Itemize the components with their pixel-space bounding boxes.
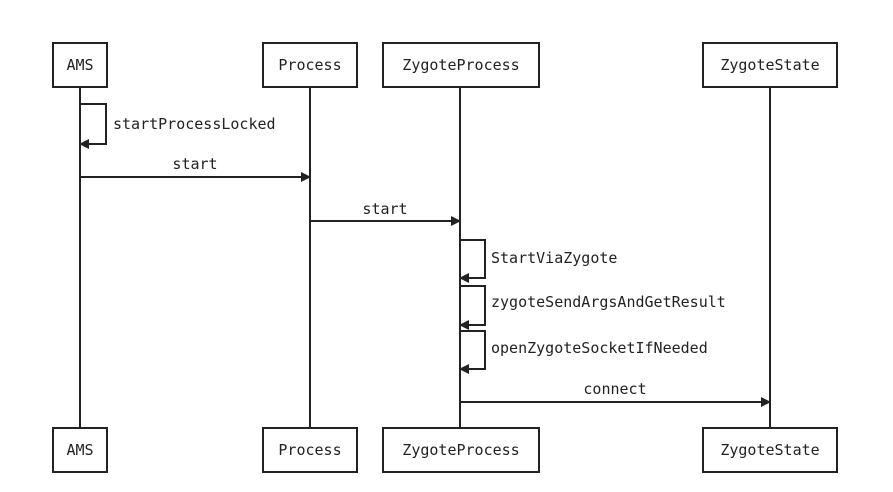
- participant-label: ZygoteProcess: [402, 56, 519, 74]
- message-label: StartViaZygote: [491, 249, 617, 267]
- participant-ams-bottom: AMS: [52, 427, 108, 473]
- participant-label: ZygoteState: [720, 56, 819, 74]
- participant-ams-top: AMS: [52, 42, 108, 88]
- participant-zygote-state-bottom: ZygoteState: [702, 427, 838, 473]
- participant-process-top: Process: [262, 42, 358, 88]
- participant-zygote-process-bottom: ZygoteProcess: [382, 427, 540, 473]
- message-start-process-locked: startProcessLocked: [79, 103, 276, 149]
- message-connect: connect: [460, 380, 771, 407]
- message-label: connect: [583, 380, 646, 398]
- participant-label: AMS: [66, 56, 93, 74]
- message-start-process-to-zygote: start: [310, 200, 461, 226]
- message-open-zygote-socket: openZygoteSocketIfNeeded: [459, 330, 708, 374]
- message-zygote-send-args: zygoteSendArgsAndGetResult: [459, 285, 726, 330]
- message-label: startProcessLocked: [113, 115, 276, 133]
- message-label: openZygoteSocketIfNeeded: [491, 339, 708, 357]
- participant-zygote-state-top: ZygoteState: [702, 42, 838, 88]
- participant-label: AMS: [66, 441, 93, 459]
- participant-label: Process: [278, 441, 341, 459]
- participant-zygote-process-top: ZygoteProcess: [382, 42, 540, 88]
- message-start-via-zygote: StartViaZygote: [459, 239, 617, 283]
- message-start-ams-to-process: start: [80, 155, 311, 182]
- message-label: start: [362, 200, 407, 218]
- message-label: start: [172, 155, 217, 173]
- participant-label: ZygoteState: [720, 441, 819, 459]
- participant-label: ZygoteProcess: [402, 441, 519, 459]
- participant-process-bottom: Process: [262, 427, 358, 473]
- participant-label: Process: [278, 56, 341, 74]
- message-label: zygoteSendArgsAndGetResult: [491, 293, 726, 311]
